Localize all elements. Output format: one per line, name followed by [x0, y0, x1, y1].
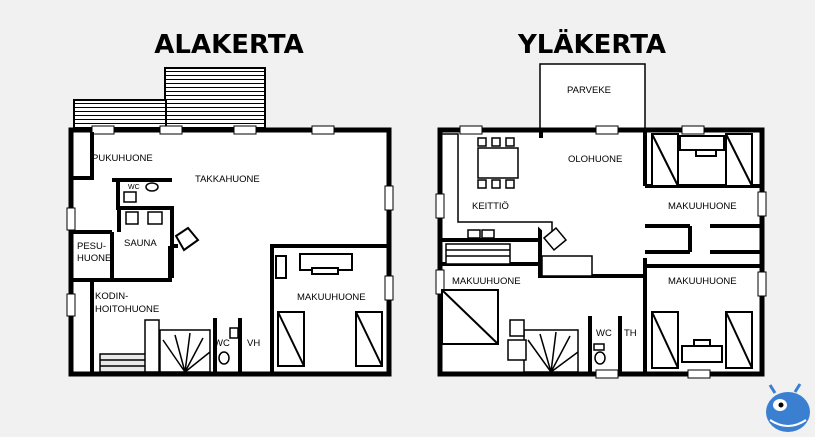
room-label: PESU- — [77, 241, 106, 252]
room-label: OLOHUONE — [568, 154, 622, 165]
room-label: TAKKAHUONE — [195, 174, 260, 185]
room-label: HUONE — [77, 253, 111, 264]
room-label: KODIN- — [95, 291, 128, 302]
blue-creature-logo — [766, 383, 810, 432]
room-label: TH — [624, 328, 637, 339]
windows — [435, 125, 767, 379]
room-label: WC — [596, 328, 612, 339]
room-label: PUKUHUONE — [92, 153, 153, 164]
wc-fixtures-ylakerta — [593, 343, 606, 365]
interior-walls-alakerta — [71, 132, 387, 372]
wc-toilet-alakerta — [218, 327, 239, 365]
ylakerta-plan: YLÄKERTA — [435, 28, 767, 379]
room-label: MAKUUHUONE — [452, 276, 521, 287]
alakerta-plan: ALAKERTA — [66, 30, 394, 377]
room-label: VH — [247, 338, 260, 349]
sauna-stove — [174, 226, 200, 252]
stairs-ylakerta — [507, 319, 579, 373]
room-label: MAKUUHUONE — [668, 276, 737, 287]
terrace — [73, 67, 266, 131]
bedroom-furniture-alakerta — [275, 253, 383, 367]
balcony — [539, 63, 646, 131]
room-label: SAUNA — [124, 238, 157, 249]
room-label: HOITOHUONE — [95, 304, 159, 315]
room-label: MAKUUHUONE — [668, 201, 737, 212]
room-label: KEITTIÖ — [472, 201, 509, 212]
plan-title-ylakerta: YLÄKERTA — [517, 28, 666, 60]
interior-walls-ylakerta — [442, 130, 760, 372]
kitchen-furniture — [442, 133, 593, 277]
room-label: WC — [214, 338, 230, 349]
stairs-alakerta — [99, 319, 211, 373]
room-label: MAKUUHUONE — [297, 292, 366, 303]
plan-title-alakerta: ALAKERTA — [154, 30, 303, 60]
room-label: PARVEKE — [567, 85, 611, 96]
wc-fixtures-alakerta — [123, 182, 163, 225]
bedroom-furniture-ylakerta — [441, 133, 753, 369]
room-label: WC — [128, 184, 140, 191]
